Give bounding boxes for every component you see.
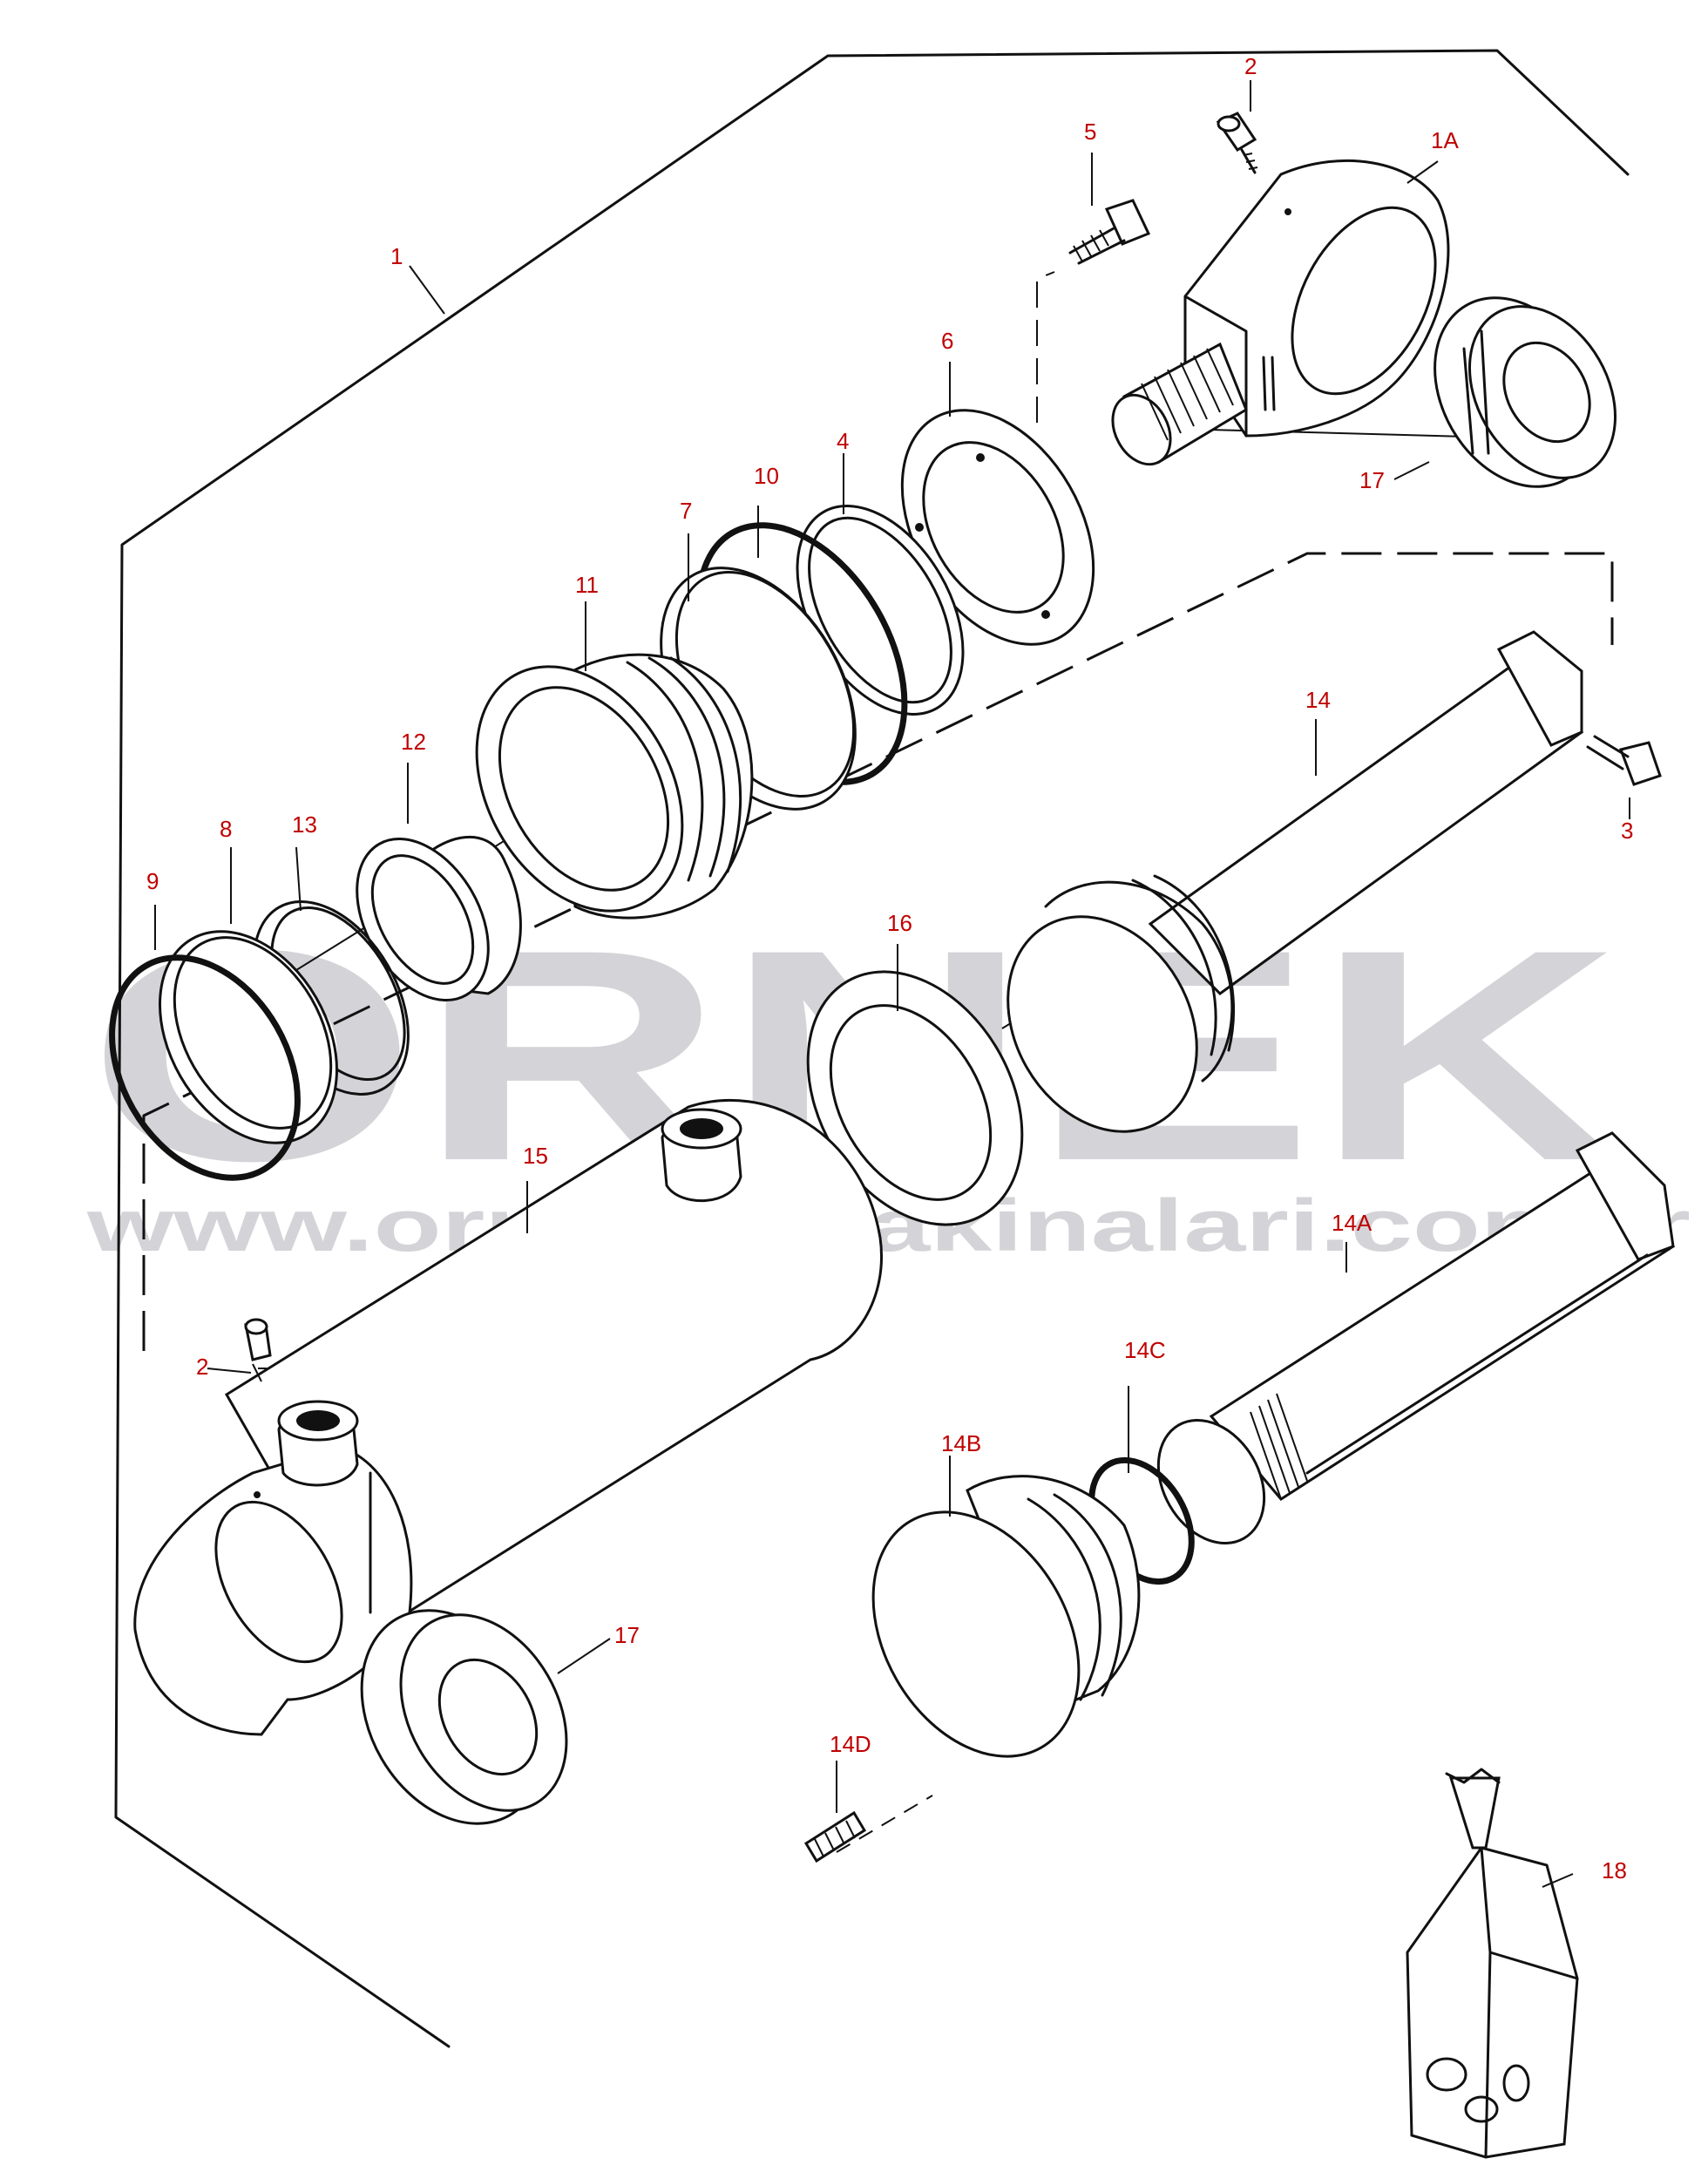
label-5: 5 — [1084, 119, 1096, 145]
label-2-bottom: 2 — [196, 1354, 208, 1380]
label-3: 3 — [1621, 818, 1633, 844]
label-6: 6 — [941, 328, 953, 354]
gland-11 — [475, 653, 754, 920]
rod-subassembly-dashed-boundary — [142, 552, 1614, 1351]
label-11: 11 — [575, 572, 599, 598]
grease-nipple-icon — [244, 1318, 272, 1382]
label-18: 18 — [1602, 1857, 1627, 1884]
label-15: 15 — [523, 1143, 548, 1169]
leader-lines — [154, 80, 1630, 1888]
seal-kit-bag-icon — [1406, 1768, 1579, 2159]
label-12: 12 — [401, 729, 426, 755]
set-screw-14D — [803, 1810, 867, 1863]
label-1: 1 — [390, 243, 403, 269]
rod-end-eye-1A — [1111, 159, 1450, 466]
label-7: 7 — [680, 498, 692, 524]
bushing-12 — [356, 836, 522, 1001]
cylinder-barrel-15 — [133, 1098, 883, 1736]
piston-rod-14A — [1156, 1131, 1676, 1545]
label-14C: 14C — [1124, 1337, 1166, 1363]
label-14: 14 — [1305, 687, 1331, 713]
callout-labels: 1 1A 2 2 3 4 5 6 7 8 9 10 11 12 13 14 14… — [146, 53, 1633, 1884]
label-17-lower: 17 — [614, 1622, 640, 1648]
piston-rod-14 — [1006, 630, 1584, 1133]
label-16: 16 — [887, 910, 912, 936]
bolt-icon — [1068, 199, 1151, 265]
label-17-upper: 17 — [1359, 467, 1385, 493]
label-8: 8 — [220, 816, 232, 842]
grease-nipple-icon — [1216, 112, 1258, 174]
wiper-8 — [159, 930, 338, 1144]
bushing-17-lower — [360, 1609, 568, 1825]
piston-14B — [871, 1475, 1141, 1758]
label-10: 10 — [754, 463, 779, 489]
label-4: 4 — [837, 428, 849, 454]
ring-16 — [806, 970, 1024, 1226]
seal-9 — [109, 954, 301, 1181]
label-1A: 1A — [1431, 127, 1459, 153]
label-14B: 14B — [941, 1430, 981, 1456]
label-13: 13 — [292, 811, 317, 838]
assembly-boundary — [114, 49, 1630, 2048]
bolt-icon — [1586, 735, 1662, 786]
label-14D: 14D — [830, 1731, 871, 1757]
bushing-17-upper — [1434, 296, 1617, 488]
label-9: 9 — [146, 868, 159, 894]
label-14A: 14A — [1332, 1210, 1372, 1236]
label-2-top: 2 — [1244, 53, 1257, 79]
